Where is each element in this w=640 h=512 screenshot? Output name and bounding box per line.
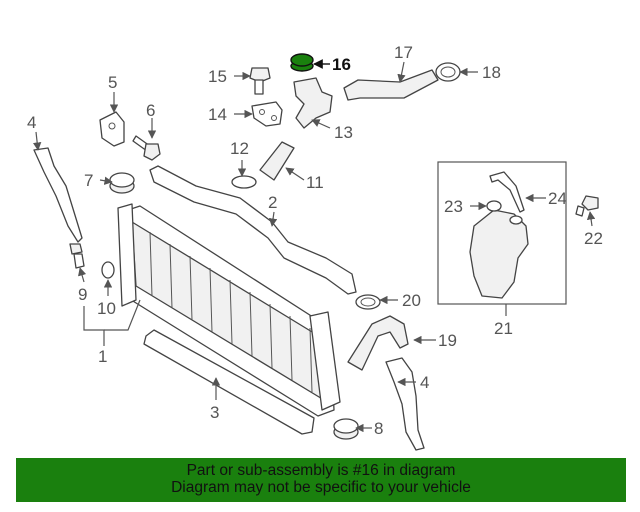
bolt-22 bbox=[575, 195, 599, 217]
callout-10: 10 bbox=[97, 299, 116, 318]
hose-clamp-18 bbox=[435, 62, 461, 82]
hose-clamp-12 bbox=[231, 175, 257, 189]
callout-20: 20 bbox=[402, 291, 421, 310]
callout-labels: 4 5 6 7 2 3 4 8 9 10 1 11 12 13 14 15 16… bbox=[27, 43, 603, 438]
right-side-bracket bbox=[385, 357, 425, 451]
callout-11: 11 bbox=[306, 173, 324, 192]
bolt-6 bbox=[132, 135, 161, 161]
callout-3: 3 bbox=[210, 403, 219, 422]
callout-23: 23 bbox=[444, 197, 463, 216]
callout-7: 7 bbox=[84, 171, 93, 190]
overflow-hose bbox=[489, 171, 525, 213]
callout-12: 12 bbox=[230, 139, 249, 158]
grommet-7 bbox=[109, 172, 135, 194]
grommet-8 bbox=[333, 418, 359, 440]
callout-5: 5 bbox=[108, 73, 117, 92]
coolant-reservoir bbox=[469, 209, 529, 299]
callout-21: 21 bbox=[494, 319, 513, 338]
callout-15: 15 bbox=[208, 67, 227, 86]
radiator bbox=[117, 203, 341, 417]
lower-hose bbox=[347, 315, 409, 371]
hose-clamp-23 bbox=[486, 200, 502, 212]
small-hose bbox=[259, 141, 295, 181]
info-banner: Part or sub-assembly is #16 in diagram D… bbox=[16, 458, 626, 502]
banner-background bbox=[16, 458, 626, 502]
callout-1: 1 bbox=[98, 347, 107, 366]
upper-hose bbox=[343, 69, 439, 101]
radiator-cap-highlighted bbox=[290, 53, 314, 72]
callout-14: 14 bbox=[208, 105, 227, 124]
hose-clamp-20 bbox=[355, 294, 381, 310]
callout-18: 18 bbox=[482, 63, 501, 82]
callout-9: 9 bbox=[78, 285, 87, 304]
lower-air-guide bbox=[143, 329, 315, 435]
upper-air-guide bbox=[149, 165, 357, 295]
coolant-outlet bbox=[293, 77, 333, 129]
banner-line-1: Part or sub-assembly is #16 in diagram bbox=[186, 462, 456, 479]
callout-8: 8 bbox=[374, 419, 383, 438]
callout-19: 19 bbox=[438, 331, 457, 350]
drain-plug bbox=[69, 243, 85, 269]
callout-4-left: 4 bbox=[27, 113, 36, 132]
callout-17: 17 bbox=[394, 43, 413, 62]
callout-6: 6 bbox=[146, 101, 155, 120]
callout-22: 22 bbox=[584, 229, 603, 248]
leader-lines bbox=[32, 59, 596, 433]
callout-2: 2 bbox=[268, 193, 277, 212]
callout-4-right: 4 bbox=[420, 373, 429, 392]
banner-line-2: Diagram may not be specific to your vehi… bbox=[171, 479, 471, 496]
callout-16-highlighted: 16 bbox=[332, 55, 351, 74]
left-side-bracket bbox=[33, 147, 83, 243]
callout-24: 24 bbox=[548, 189, 567, 208]
gasket bbox=[251, 101, 283, 127]
bolt-15 bbox=[249, 67, 271, 95]
o-ring bbox=[101, 261, 115, 279]
callout-13: 13 bbox=[334, 123, 353, 142]
